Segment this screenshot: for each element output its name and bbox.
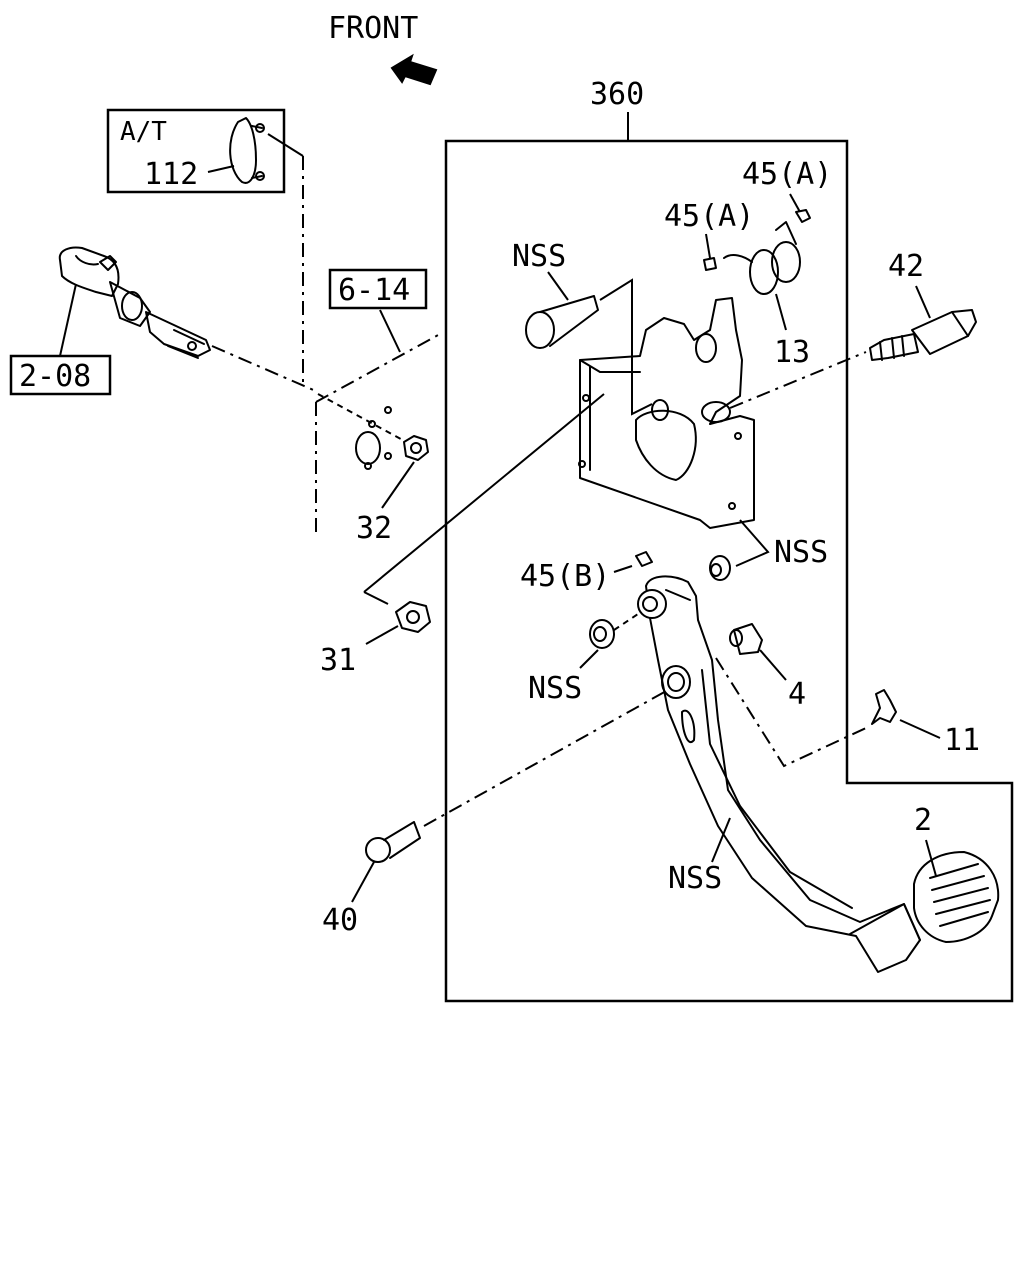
callout-40: 40 — [322, 903, 358, 938]
cap-45a-top — [795, 209, 811, 223]
switch-42 — [869, 309, 977, 361]
bolt-40 — [365, 821, 421, 863]
cap-45b — [635, 551, 653, 567]
link-112 — [267, 133, 304, 157]
link-bushing-lower — [613, 613, 639, 631]
cap-45a-mid — [703, 257, 717, 271]
leader-45b — [613, 565, 633, 573]
bolt-nss — [525, 295, 599, 349]
spring-13 — [723, 221, 801, 295]
callout-360: 360 — [590, 77, 644, 112]
stopper-4 — [729, 623, 763, 655]
leader-40 — [351, 861, 375, 903]
clutch-pedal-arm — [645, 575, 921, 973]
callout-31: 31 — [320, 643, 356, 678]
link-31 — [363, 393, 605, 605]
callout-13: 13 — [774, 335, 810, 370]
pedal-pad-2 — [913, 851, 1000, 943]
leader-45a-top — [789, 193, 801, 213]
ref-6-14-box — [328, 268, 428, 310]
firewall-holes — [355, 406, 392, 470]
leader-31 — [365, 625, 399, 645]
callout-nss-bracket: NSS — [774, 535, 828, 570]
link-11-dash — [715, 657, 867, 768]
callout-45a-mid: 45(A) — [664, 199, 754, 234]
leader-2-08 — [59, 283, 77, 357]
callout-45b: 45(B) — [520, 559, 610, 594]
leader-45a-mid — [705, 233, 711, 259]
master-cylinder — [58, 246, 211, 359]
callout-2-08: 2-08 — [19, 359, 91, 394]
callout-6-14: 6-14 — [338, 273, 410, 308]
callout-2: 2 — [914, 803, 932, 838]
callout-11: 11 — [944, 723, 980, 758]
callout-nss-pedal: NSS — [668, 861, 722, 896]
clip-11 — [871, 689, 897, 725]
pedal-pivot-boss — [637, 589, 667, 619]
front-label: FRONT — [328, 11, 418, 46]
link-2-08-dash — [211, 345, 319, 393]
firewall-edge-dash — [315, 333, 441, 403]
nut-32 — [403, 435, 429, 461]
callout-nss-bolt: NSS — [512, 239, 566, 274]
callout-112: 112 — [144, 157, 198, 192]
link-bolt — [599, 278, 653, 416]
callout-42: 42 — [888, 249, 924, 284]
leader-4 — [759, 649, 787, 681]
callout-32: 32 — [356, 511, 392, 546]
leader-42 — [915, 285, 931, 319]
leader-11 — [899, 719, 941, 739]
callout-at: A/T — [120, 117, 167, 147]
callout-nss-bushing: NSS — [528, 671, 582, 706]
callout-4: 4 — [788, 677, 806, 712]
leader-nss-bushing — [579, 649, 599, 669]
callout-45a-top: 45(A) — [742, 157, 832, 192]
at-inset-box — [106, 108, 286, 194]
gasket-112 — [229, 117, 265, 184]
bushing-upper — [709, 555, 731, 581]
link-42-dash — [729, 351, 867, 409]
leader-nss-pedal — [711, 817, 731, 863]
arrow-left-icon — [390, 53, 438, 86]
assembly-360-boundary — [444, 139, 1014, 1003]
leader-13 — [775, 293, 787, 331]
leader-6-14 — [379, 309, 401, 353]
leader-112 — [207, 165, 235, 173]
leader-nss-bracket — [735, 519, 770, 567]
link-32-dash — [317, 393, 411, 445]
link-40-dash — [423, 689, 669, 827]
nut-31 — [395, 601, 431, 633]
leader-2 — [925, 839, 937, 877]
pedal-bracket — [578, 297, 755, 529]
leader-nss-bolt — [547, 271, 569, 301]
bushing-lower — [589, 619, 615, 649]
leader-32 — [381, 461, 415, 509]
